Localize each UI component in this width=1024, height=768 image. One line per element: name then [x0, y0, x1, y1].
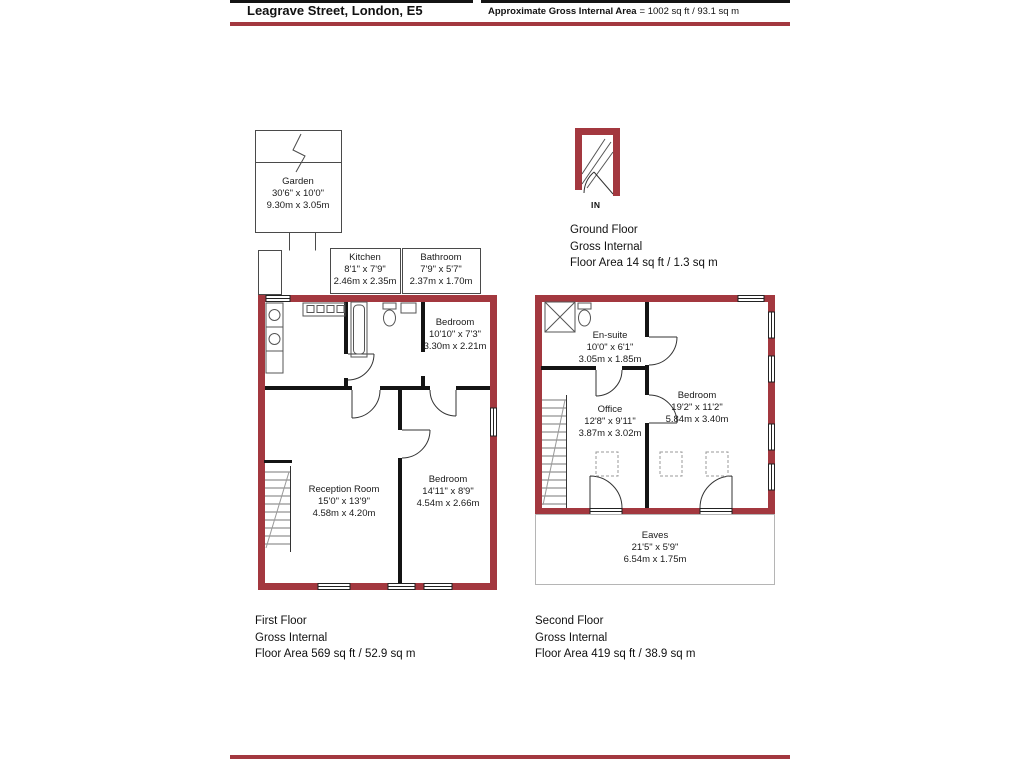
room-name: Bathroom — [420, 252, 462, 263]
room-label-bedroom2: Bedroom 14'11" x 8'9" 4.54m x 2.66m — [417, 474, 480, 510]
gross-internal-area: Approximate Gross Internal Area= 1002 sq… — [488, 6, 739, 17]
room-name: En-suite — [592, 330, 628, 341]
room-dims-metric: 4.58m x 4.20m — [312, 508, 376, 519]
room-label-reception: Reception Room 15'0" x 13'9" 4.58m x 4.2… — [309, 484, 380, 520]
first-floor-outer-walls — [258, 295, 497, 590]
second-floor-plan — [535, 295, 775, 585]
garden-outline — [255, 130, 342, 233]
ground-floor-stairs — [581, 138, 614, 189]
room-label-bedroom1: Bedroom 10'10" x 7'3" 3.30m x 2.21m — [424, 317, 487, 353]
room-dims-imperial: 21'5" x 5'9" — [631, 542, 679, 553]
room-dims-metric: 5.84m x 3.40m — [665, 414, 729, 425]
garden-path — [289, 232, 316, 251]
caption-line: Gross Internal — [570, 240, 643, 253]
room-dims-imperial: 12'8" x 9'11" — [584, 416, 636, 427]
header-rule — [230, 22, 790, 26]
room-name: Office — [597, 404, 623, 415]
caption-line: Floor Area 419 sq ft / 38.9 sq m — [535, 648, 696, 660]
first-floor-plan — [255, 130, 497, 590]
room-dims-imperial: 15'0" x 13'9" — [317, 496, 371, 507]
area-value: = 1002 sq ft / 93.1 sq m — [639, 6, 740, 17]
room-dims-metric: 6.54m x 1.75m — [623, 554, 687, 565]
second-floor-caption: Second Floor Gross Internal Floor Area 4… — [535, 613, 695, 663]
first-floor-interior-walls — [264, 302, 490, 583]
room-dims-imperial: 10'10" x 7'3" — [428, 329, 482, 340]
second-floor-interior-walls — [541, 302, 649, 508]
room-dims-metric: 2.46m x 2.35m — [333, 276, 397, 287]
ground-floor-plan — [575, 128, 620, 196]
label-callout-boxes — [258, 248, 481, 295]
room-name: Bedroom — [435, 317, 475, 328]
footer-rule — [230, 755, 790, 759]
caption-line: Second Floor — [535, 615, 604, 627]
caption-line: Ground Floor — [570, 224, 638, 236]
room-label-garden: Garden 30'6" x 10'0" 9.30m x 3.05m — [267, 176, 330, 212]
room-dims-imperial: 10'0" x 6'1" — [586, 342, 634, 353]
room-name: Eaves — [641, 530, 669, 541]
room-dims-metric: 3.05m x 1.85m — [578, 354, 642, 365]
caption-line: Gross Internal — [255, 631, 328, 644]
room-dims-imperial: 30'6" x 10'0" — [271, 188, 325, 199]
room-dims-imperial: 8'1" x 7'9" — [344, 264, 386, 275]
caption-line: First Floor — [255, 615, 307, 627]
room-dims-metric: 3.30m x 2.21m — [423, 341, 487, 352]
first-floor-stairs — [265, 466, 291, 552]
room-dims-metric: 4.54m x 2.66m — [416, 498, 480, 509]
room-dims-metric: 3.87m x 3.02m — [578, 428, 642, 439]
first-floor-caption: First Floor Gross Internal Floor Area 56… — [255, 613, 415, 663]
property-address: Leagrave Street, London, E5 — [247, 3, 423, 18]
entrance-in-label: IN — [591, 200, 601, 210]
entrance-door-arc — [583, 171, 614, 195]
header-bar-right — [481, 0, 790, 3]
second-floor-outer-walls — [535, 295, 775, 515]
room-dims-metric: 9.30m x 3.05m — [266, 200, 330, 211]
bathroom-fixtures — [350, 301, 417, 358]
rooflight-markers — [595, 451, 729, 477]
ground-floor-walls — [575, 128, 620, 196]
room-name: Bedroom — [677, 390, 717, 401]
room-name: Garden — [282, 176, 314, 187]
room-dims-imperial: 19'2" x 11'2" — [671, 402, 723, 413]
room-label-kitchen: Kitchen 8'1" x 7'9" 2.46m x 2.35m — [334, 252, 397, 288]
room-label-eaves: Eaves 21'5" x 5'9" 6.54m x 1.75m — [624, 530, 687, 566]
area-label: Approximate Gross Internal Area — [488, 6, 637, 17]
ground-floor-caption: Ground Floor Gross Internal Floor Area 1… — [570, 222, 718, 272]
room-label-bathroom: Bathroom 7'9" x 5'7" 2.37m x 1.70m — [410, 252, 473, 288]
first-floor-windows — [265, 295, 497, 590]
room-dims-imperial: 7'9" x 5'7" — [420, 264, 462, 275]
second-floor-door-arcs — [589, 336, 733, 509]
caption-line: Gross Internal — [535, 631, 608, 644]
room-label-ensuite: En-suite 10'0" x 6'1" 3.05m x 1.85m — [579, 330, 642, 366]
caption-line: Floor Area 14 sq ft / 1.3 sq m — [570, 257, 718, 269]
second-floor-windows — [589, 295, 775, 515]
kitchen-fixtures — [265, 302, 346, 374]
room-label-office: Office 12'8" x 9'11" 3.87m x 3.02m — [579, 404, 642, 440]
room-name: Bedroom — [428, 474, 468, 485]
caption-line: Floor Area 569 sq ft / 52.9 sq m — [255, 648, 416, 660]
first-floor-door-arcs — [347, 353, 457, 459]
header-bar-left — [230, 0, 473, 3]
ensuite-fixtures — [544, 301, 592, 333]
room-name: Reception Room — [308, 484, 380, 495]
room-name: Kitchen — [349, 252, 381, 263]
room-label-bedroom3: Bedroom 19'2" x 11'2" 5.84m x 3.40m — [666, 390, 729, 426]
second-floor-stairs — [542, 395, 567, 508]
eaves-outline — [535, 514, 775, 585]
room-dims-imperial: 14'11" x 8'9" — [422, 486, 474, 497]
room-dims-metric: 2.37m x 1.70m — [409, 276, 473, 287]
